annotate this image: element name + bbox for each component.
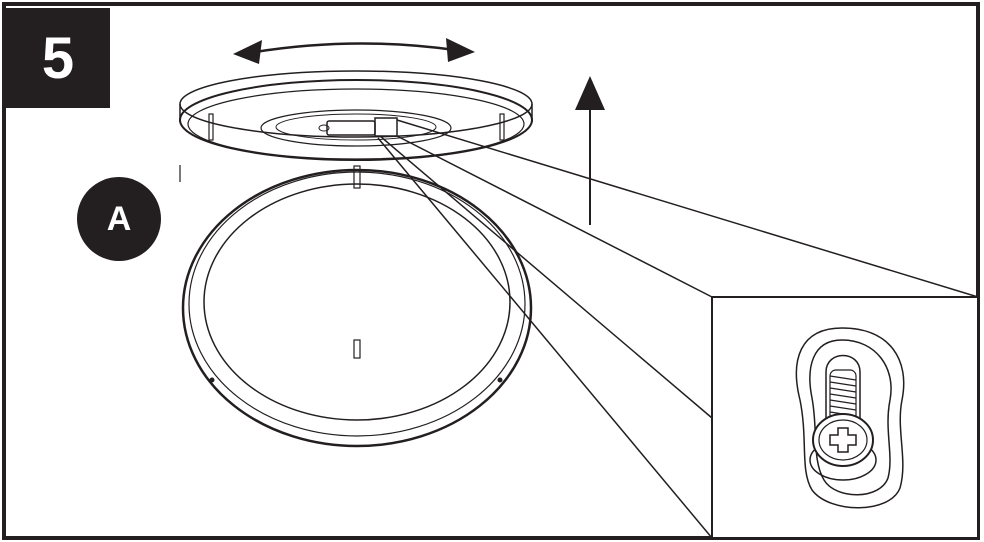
callout-label-a: A: [77, 177, 161, 261]
keyhole-slot: [795, 327, 905, 509]
step-number-badge: 5: [6, 8, 110, 108]
up-arrow-icon: [575, 76, 605, 225]
callout-lines: [377, 119, 979, 539]
phillips-screw-icon: [809, 413, 877, 481]
light-diffuser: [181, 165, 533, 448]
rotate-arrow-icon: [233, 38, 475, 64]
mounting-base: [179, 70, 533, 182]
